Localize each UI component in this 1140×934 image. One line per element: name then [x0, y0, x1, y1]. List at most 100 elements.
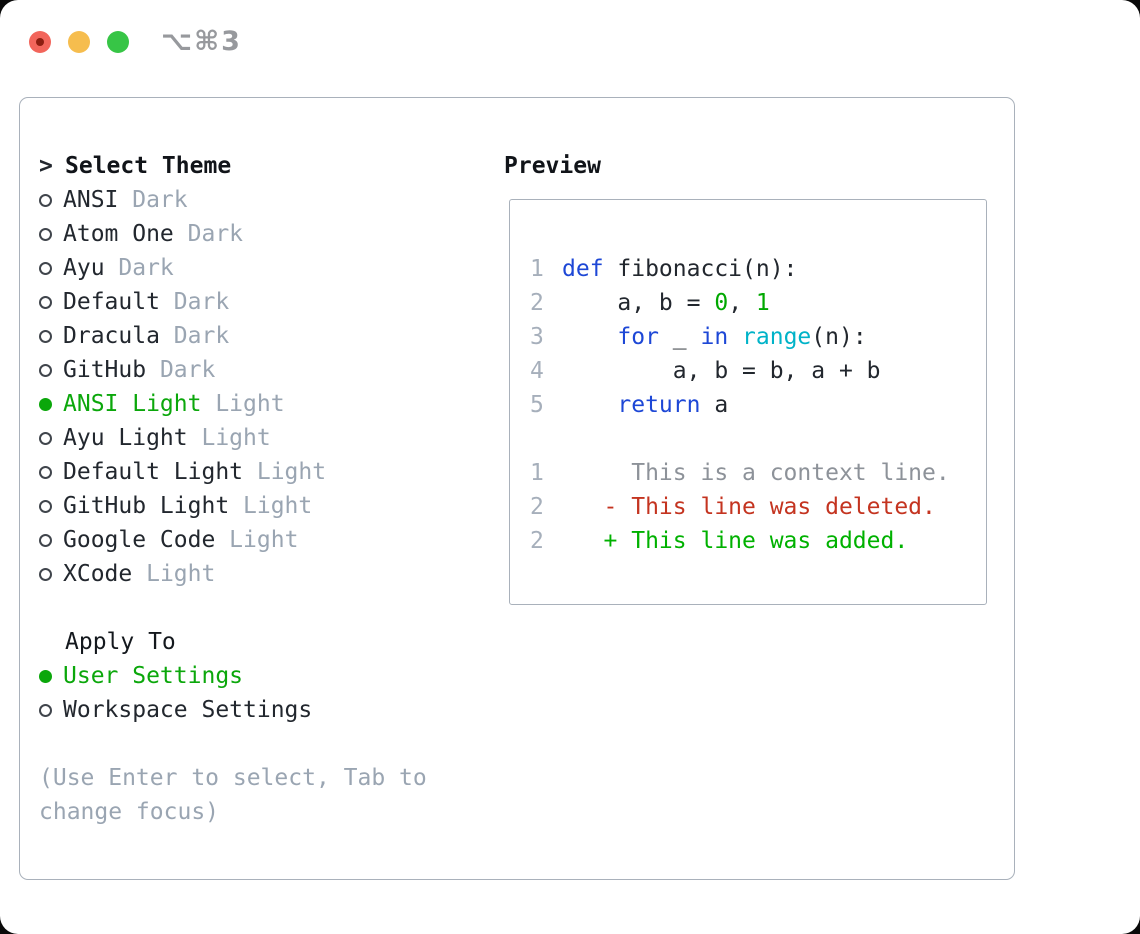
code-segment-fn: range [742, 324, 812, 350]
theme-variant-tag: Light [201, 391, 285, 417]
zoom-button[interactable] [107, 30, 129, 53]
radio-icon [39, 295, 52, 309]
line-number: 5 [530, 392, 544, 418]
code-segment-add: + This line was added. [562, 528, 909, 554]
radio-selected-icon [39, 669, 52, 683]
theme-name: Ayu [63, 255, 105, 281]
theme-option-ansi[interactable]: ANSI Dark [39, 183, 326, 217]
radio-icon [39, 431, 52, 445]
theme-variant-tag: Dark [159, 289, 230, 315]
record-dot-icon [36, 37, 44, 46]
radio-icon [39, 227, 52, 241]
apply-option-name: Workspace Settings [63, 697, 313, 723]
radio-icon [39, 567, 52, 581]
theme-variant-tag: Dark [159, 323, 230, 349]
code-line: 4 a, b = b, a + b [530, 354, 986, 388]
theme-option-dracula[interactable]: Dracula Dark [39, 319, 326, 353]
theme-name: Google Code [63, 527, 216, 553]
theme-option-default[interactable]: Default Dark [39, 285, 326, 319]
theme-name: ANSI Light [63, 391, 202, 417]
theme-variant-tag: Dark [146, 357, 216, 383]
code-segment-kw: return [617, 392, 701, 418]
radio-icon [39, 193, 52, 207]
cursor-chevron-icon: > [39, 153, 53, 179]
line-number: 1 [530, 256, 544, 282]
radio-icon [39, 499, 52, 513]
code-segment-lit: 0 [714, 290, 729, 316]
theme-name: Default Light [63, 459, 244, 485]
theme-list-header: > Select Theme [39, 149, 326, 183]
window-titlebar: ⌥⌘3 [29, 26, 242, 57]
window-shortcut-label: ⌥⌘3 [161, 26, 242, 57]
code-segment-txt: a, b = b, a + b [562, 358, 881, 384]
theme-name: ANSI [63, 187, 119, 213]
theme-option-ayu[interactable]: Ayu Dark [39, 251, 326, 285]
code-segment-kw: for [617, 324, 659, 350]
theme-variant-tag: Light [243, 459, 327, 485]
theme-name: XCode [63, 561, 133, 587]
close-button[interactable] [29, 30, 51, 53]
line-number: 1 [530, 460, 544, 486]
theme-name: GitHub [63, 357, 147, 383]
code-segment-del: - This line was deleted. [562, 494, 936, 520]
theme-name: Ayu Light [63, 425, 188, 451]
theme-option-atom-one[interactable]: Atom One Dark [39, 217, 326, 251]
theme-option-github[interactable]: GitHub Dark [39, 353, 326, 387]
code-line: 3 for _ in range(n): [530, 320, 986, 354]
radio-icon [39, 329, 52, 343]
theme-variant-tag: Light [229, 493, 313, 519]
line-number: 3 [530, 324, 544, 350]
code-segment-txt: (n): [811, 324, 867, 350]
theme-list-title: Select Theme [65, 153, 232, 179]
code-line: 1 This is a context line. [530, 456, 986, 490]
theme-option-default-light[interactable]: Default Light Light [39, 455, 326, 489]
theme-name: Dracula [63, 323, 160, 349]
theme-variant-tag: Dark [173, 221, 244, 247]
code-segment-txt: , [728, 290, 756, 316]
line-number: 4 [530, 358, 544, 384]
theme-option-xcode[interactable]: XCode Light [39, 557, 326, 591]
theme-variant-tag: Light [187, 425, 271, 451]
code-segment-lit: 1 [755, 290, 770, 316]
code-line: 2 a, b = 0, 1 [530, 286, 986, 320]
theme-option-github-light[interactable]: GitHub Light Light [39, 489, 326, 523]
theme-name: Atom One [63, 221, 174, 247]
theme-option-ansi-light[interactable]: ANSI Light Light [39, 387, 326, 421]
radio-icon [39, 533, 52, 547]
code-segment-kw: def [562, 256, 604, 282]
code-segment-kw: in [700, 324, 729, 350]
code-segment-ctx: This is a context line. [562, 460, 950, 486]
theme-option-google-code[interactable]: Google Code Light [39, 523, 326, 557]
theme-option-ayu-light[interactable]: Ayu Light Light [39, 421, 326, 455]
radio-icon [39, 703, 52, 717]
preview-title: Preview [504, 153, 601, 179]
radio-icon [39, 363, 52, 377]
code-line [530, 422, 986, 456]
code-segment-txt: fibonacci(n): [603, 256, 798, 282]
apply-option-workspace-settings[interactable]: Workspace Settings [39, 693, 312, 727]
radio-selected-icon [39, 397, 52, 411]
line-number: 2 [530, 290, 544, 316]
apply-option-name: User Settings [63, 663, 244, 689]
code-segment-txt: _ [658, 324, 701, 350]
line-number: 2 [530, 494, 544, 520]
theme-name: Default [63, 289, 160, 315]
code-segment-txt: a, b = [562, 290, 715, 316]
theme-variant-tag: Dark [104, 255, 174, 281]
line-number: 2 [530, 528, 544, 554]
apply-option-user-settings[interactable]: User Settings [39, 659, 312, 693]
minimize-button[interactable] [68, 30, 90, 53]
code-segment-txt: a [700, 392, 729, 418]
code-segment-txt [562, 392, 617, 418]
code-line: 5 return a [530, 388, 986, 422]
theme-variant-tag: Dark [118, 187, 188, 213]
keyboard-hint-text: (Use Enter to select, Tab to change focu… [39, 765, 427, 825]
code-segment-txt [562, 324, 617, 350]
